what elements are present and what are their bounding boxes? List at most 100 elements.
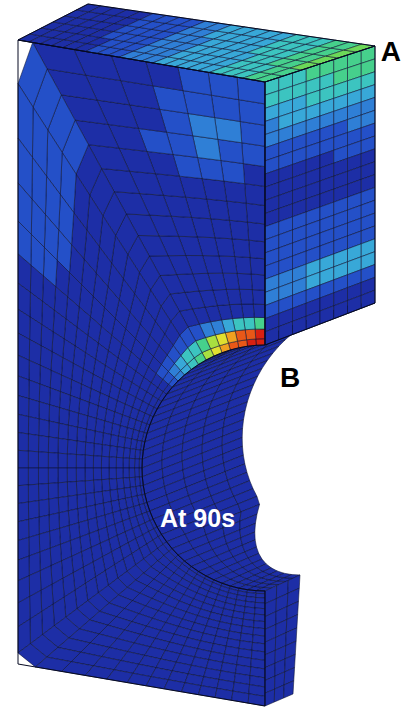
mesh-element bbox=[77, 427, 87, 442]
mesh-element bbox=[18, 450, 28, 468]
mesh-element bbox=[246, 203, 265, 224]
mesh-element bbox=[116, 447, 124, 458]
mesh-element bbox=[227, 201, 248, 222]
mesh-element bbox=[123, 478, 130, 489]
mesh-element bbox=[232, 239, 250, 258]
mesh-element bbox=[251, 274, 265, 290]
mesh-element bbox=[265, 689, 275, 706]
mesh-element bbox=[68, 425, 78, 441]
mesh-element bbox=[29, 517, 40, 537]
mesh-element bbox=[28, 484, 38, 502]
mesh-element bbox=[221, 160, 245, 183]
mesh-element bbox=[94, 491, 103, 505]
mesh-element bbox=[101, 456, 109, 468]
mesh-element bbox=[93, 468, 101, 480]
mesh-element bbox=[38, 452, 48, 468]
mesh-element bbox=[198, 686, 217, 698]
mesh-element bbox=[76, 455, 85, 468]
time-label: At 90s bbox=[160, 506, 235, 531]
mesh-element bbox=[58, 453, 67, 468]
mesh-element bbox=[245, 184, 265, 206]
mesh-element bbox=[39, 384, 50, 405]
mesh-element bbox=[39, 515, 50, 534]
mesh-element bbox=[77, 494, 87, 509]
mesh-element bbox=[109, 457, 116, 468]
mesh-element bbox=[18, 414, 29, 434]
front-face bbox=[18, 42, 265, 706]
mesh-element bbox=[85, 442, 94, 456]
mesh-element bbox=[256, 593, 265, 598]
mesh-element bbox=[86, 429, 95, 443]
mesh-element bbox=[39, 435, 49, 452]
mesh-element bbox=[67, 481, 76, 496]
mesh-element bbox=[255, 602, 265, 608]
hole-surface bbox=[142, 303, 375, 591]
mesh-element bbox=[48, 437, 58, 453]
mesh-element bbox=[224, 181, 246, 203]
mesh-element bbox=[49, 513, 60, 531]
mesh-element bbox=[247, 222, 265, 242]
part-outline bbox=[265, 46, 375, 345]
mesh-element bbox=[256, 339, 265, 346]
mesh-element bbox=[102, 445, 110, 457]
mesh-element bbox=[237, 273, 252, 289]
mesh-element bbox=[67, 440, 76, 455]
lower-end-face bbox=[265, 575, 300, 706]
mesh-element bbox=[116, 468, 123, 479]
mesh-element bbox=[18, 502, 29, 522]
mesh-element bbox=[93, 456, 101, 468]
mesh-element bbox=[101, 468, 109, 480]
mesh-element bbox=[102, 490, 111, 503]
mesh-element bbox=[38, 468, 48, 484]
mesh-element bbox=[102, 479, 110, 491]
mesh-element bbox=[18, 395, 29, 416]
mesh-element bbox=[49, 405, 60, 423]
mesh-element bbox=[29, 380, 40, 402]
mesh-element bbox=[79, 399, 90, 416]
mesh-element bbox=[39, 402, 50, 421]
mesh-element bbox=[245, 329, 256, 340]
mesh-element bbox=[76, 441, 85, 455]
mesh-element bbox=[284, 681, 294, 698]
mesh-element bbox=[28, 501, 38, 520]
mesh-element bbox=[28, 468, 38, 485]
mesh-element bbox=[235, 257, 252, 274]
mesh-element bbox=[243, 164, 265, 187]
mesh-element bbox=[129, 468, 135, 478]
mesh-element bbox=[274, 685, 284, 702]
mesh-element bbox=[18, 376, 29, 399]
mesh-element bbox=[129, 458, 135, 468]
mesh-element bbox=[88, 402, 98, 418]
mesh-element bbox=[123, 448, 130, 459]
mesh-element bbox=[94, 480, 103, 493]
mesh-element bbox=[85, 480, 94, 494]
mesh-element bbox=[164, 680, 185, 692]
mesh-element bbox=[86, 493, 95, 507]
mesh-element bbox=[254, 614, 265, 622]
point-label: B bbox=[280, 364, 300, 392]
edge-outlines bbox=[18, 4, 375, 706]
mesh-element bbox=[39, 483, 49, 500]
mesh-element bbox=[67, 454, 76, 468]
mesh-element bbox=[48, 468, 58, 483]
mesh-element bbox=[249, 240, 265, 259]
mesh-element bbox=[58, 468, 67, 483]
mesh-element bbox=[94, 443, 103, 456]
mesh-element bbox=[109, 479, 117, 491]
mesh-element bbox=[29, 399, 40, 419]
mesh-element bbox=[243, 317, 255, 329]
mesh-element bbox=[76, 481, 85, 495]
end-face bbox=[265, 46, 375, 345]
mesh-element bbox=[39, 419, 49, 437]
top-face bbox=[18, 4, 375, 82]
mesh-element bbox=[182, 683, 202, 695]
mesh-element bbox=[95, 418, 105, 432]
mesh-element bbox=[18, 485, 28, 504]
mesh-element bbox=[78, 413, 88, 429]
mesh-element bbox=[60, 392, 71, 411]
mesh-element bbox=[85, 468, 94, 481]
mesh-element bbox=[116, 478, 124, 489]
mesh-element bbox=[68, 411, 78, 428]
